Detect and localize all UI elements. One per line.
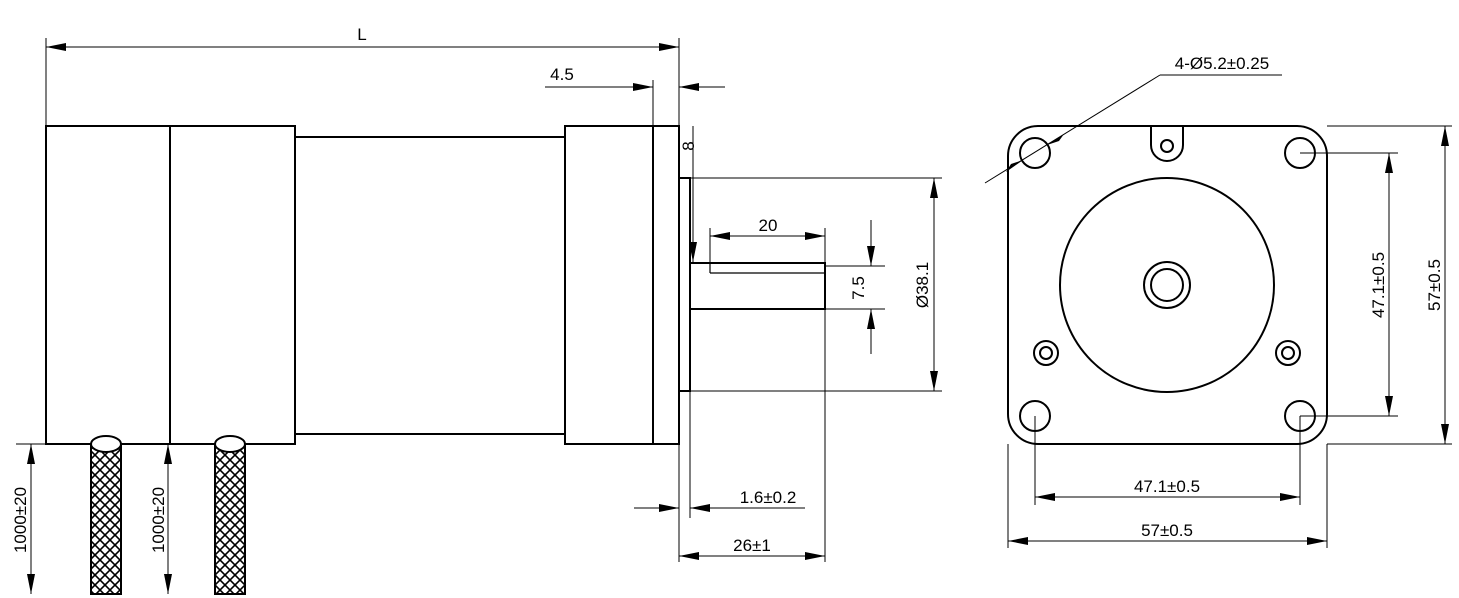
dimension-lead-length-1: 1000±20	[11, 443, 91, 594]
boss-thickness-label: 1.6±0.2	[740, 488, 797, 507]
side-hole-left-outer	[1033, 340, 1059, 366]
dimension-boss-thickness: 1.6±0.2	[634, 391, 805, 562]
hole-spacing-horizontal-label: 47.1±0.5	[1134, 477, 1200, 496]
dimension-frame-size-horizontal: 57±0.5	[1007, 444, 1328, 548]
notch-hole	[1160, 139, 1174, 153]
pilot-circle	[1059, 177, 1275, 393]
dimension-hole-spacing-horizontal: 47.1±0.5	[1034, 416, 1301, 505]
side-hole-right-outer	[1275, 340, 1301, 366]
mounting-holes-label: 4-Ø5.2±0.25	[1175, 54, 1269, 73]
shaft-outer	[1143, 261, 1191, 309]
shaft-length-label: 26±1	[733, 536, 771, 555]
pilot-diameter-label: Ø38.1	[913, 262, 932, 308]
boss-height-label: 8	[679, 141, 698, 150]
hole-spacing-vertical-label: 47.1±0.5	[1369, 252, 1388, 318]
flange-thickness-label: 4.5	[550, 65, 574, 84]
side-hole-left-inner	[1039, 346, 1053, 360]
lead-wire-2	[214, 435, 246, 595]
dimension-pilot-diameter: Ø38.1	[690, 177, 942, 392]
frame-size-horizontal-label: 57±0.5	[1141, 521, 1193, 540]
flat-width-label: 7.5	[849, 276, 868, 300]
flat-length-label: 20	[759, 216, 778, 235]
dimension-frame-size-vertical: 57±0.5	[1327, 125, 1452, 445]
dimension-overall-length: L	[45, 25, 680, 126]
pilot-boss	[678, 177, 691, 392]
side-hole-right-inner	[1281, 346, 1295, 360]
lead-length-2-label: 1000±20	[149, 487, 168, 553]
side-view: L 4.5 8 20	[11, 25, 942, 595]
shaft-inner	[1150, 268, 1184, 302]
lead-length-1-label: 1000±20	[11, 487, 30, 553]
overall-length-label: L	[357, 25, 366, 44]
mounting-hole-top-left	[1019, 137, 1051, 169]
motor-shaft	[689, 262, 826, 310]
frame-size-vertical-label: 57±0.5	[1425, 259, 1444, 311]
dimension-flange-thickness: 4.5	[545, 65, 725, 126]
lead-wire-1	[90, 435, 122, 595]
dimension-hole-spacing-vertical: 47.1±0.5	[1300, 152, 1398, 417]
dimension-shaft-length: 26±1	[679, 309, 826, 562]
dimension-mounting-holes: 4-Ø5.2±0.25	[984, 54, 1282, 184]
motor-body	[45, 125, 680, 445]
dimension-lead-length-2: 1000±20	[149, 443, 215, 594]
motor-face-plate	[1007, 125, 1328, 445]
top-notch	[1150, 126, 1184, 162]
dimension-flat-length: 20	[709, 216, 826, 263]
front-view: 4-Ø5.2±0.25 47.1±0.5 57±0.5 4	[984, 54, 1452, 548]
dimension-flat-width: 7.5	[825, 220, 885, 354]
